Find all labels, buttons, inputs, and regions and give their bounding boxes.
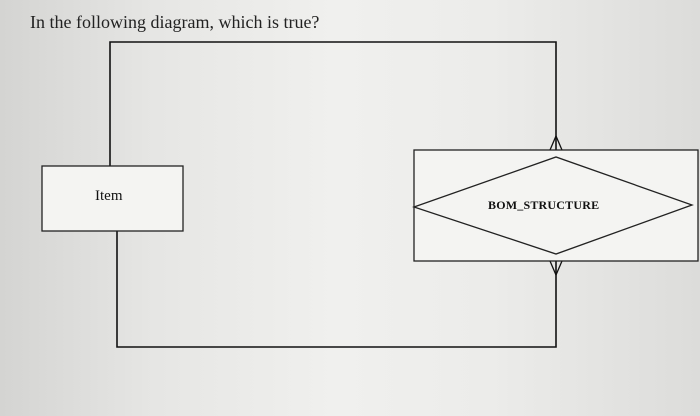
- upper-connector: [109, 41, 557, 166]
- question-text: In the following diagram, which is true?: [30, 12, 320, 32]
- item-entity-box: [41, 165, 184, 232]
- upper-crows-foot-icon: [549, 135, 563, 151]
- bom-structure-box: [413, 149, 699, 262]
- item-entity-label: Item: [95, 188, 123, 204]
- lower-crows-foot-icon: [549, 260, 563, 276]
- bom-structure-label: BOM_STRUCTURE: [488, 198, 600, 212]
- bom-structure-diamond: [411, 156, 694, 255]
- lower-connector: [116, 231, 557, 348]
